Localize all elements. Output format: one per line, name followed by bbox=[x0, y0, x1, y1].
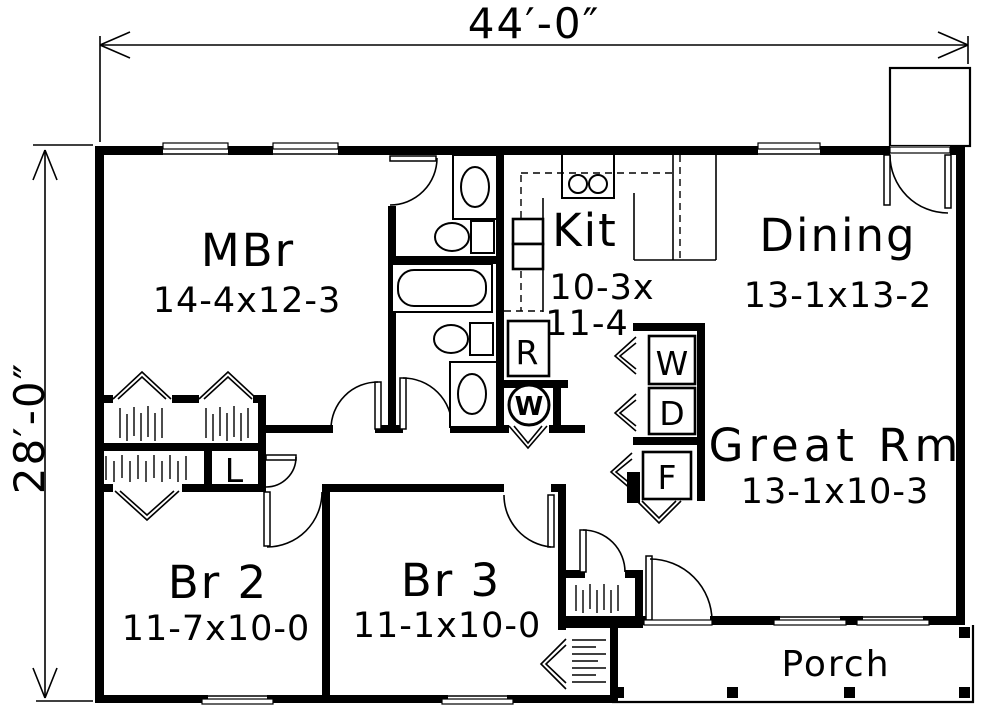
bifold-freezer bbox=[609, 452, 633, 491]
kitchen: R W bbox=[504, 153, 717, 427]
bifold-freezer-bottom bbox=[636, 500, 682, 525]
windows bbox=[162, 142, 930, 705]
water-heater: W bbox=[507, 383, 551, 427]
hall-bath-tub bbox=[391, 263, 493, 313]
washer-label: W bbox=[656, 344, 689, 383]
door-br2 bbox=[263, 491, 323, 548]
room-label-kit: Kit bbox=[552, 204, 618, 257]
coat-closet-rod bbox=[575, 584, 619, 613]
bifold-water-heater bbox=[508, 425, 548, 450]
dimension-left: 28′-0″ bbox=[5, 144, 93, 702]
master-bath-vanity bbox=[452, 154, 498, 220]
room-label-br2: Br 2 bbox=[168, 556, 268, 609]
laundry-closet: W D F bbox=[641, 334, 697, 501]
room-dims-kit-2: 11-4 bbox=[545, 304, 628, 344]
overall-height-label: 28′-0″ bbox=[5, 362, 54, 495]
refrigerator bbox=[511, 217, 545, 271]
linen-closet-label: L bbox=[225, 451, 244, 490]
freezer: F bbox=[641, 450, 693, 501]
room-dims-dining: 13-1x13-2 bbox=[744, 276, 933, 316]
overall-width-label: 44′-0″ bbox=[468, 0, 601, 48]
dryer-label: D bbox=[659, 394, 684, 433]
door-br3 bbox=[503, 494, 555, 548]
door-front-entry bbox=[643, 555, 713, 626]
door-master-bath bbox=[389, 155, 438, 206]
master-bath-toilet bbox=[434, 220, 495, 254]
bifold-washer-dryer-1 bbox=[613, 336, 637, 375]
dryer: D bbox=[647, 386, 697, 436]
bath-fixtures bbox=[391, 154, 498, 428]
bifold-br3-closet bbox=[539, 638, 567, 690]
porch-post bbox=[959, 627, 970, 638]
br3-closet-shelves bbox=[572, 639, 606, 683]
bifold-br2-closet bbox=[114, 490, 180, 522]
freezer-label: F bbox=[658, 458, 677, 497]
window-dining bbox=[757, 142, 821, 155]
kitchen-sink bbox=[561, 153, 615, 199]
room-dims-kit-1: 10-3x bbox=[549, 268, 654, 308]
window-mbr-1 bbox=[162, 142, 229, 155]
bifold-mbr-closet-2 bbox=[198, 370, 258, 400]
window-greatrm-2 bbox=[856, 616, 930, 626]
washer: W bbox=[647, 334, 697, 386]
mbr-closet-rod-2 bbox=[205, 406, 249, 441]
bifold-doors bbox=[112, 336, 682, 690]
room-dims-br3: 11-1x10-0 bbox=[353, 606, 542, 646]
room-label-mbr: MBr bbox=[201, 224, 295, 277]
porch-post bbox=[727, 687, 738, 698]
porch-post bbox=[959, 687, 970, 698]
dimension-top: 44′-0″ bbox=[99, 0, 969, 142]
window-br3 bbox=[441, 695, 514, 705]
door-back-dining bbox=[883, 146, 952, 214]
range: R bbox=[506, 319, 551, 378]
porch-post bbox=[844, 687, 855, 698]
water-heater-label: W bbox=[515, 392, 544, 422]
room-label-greatrm: Great Rm bbox=[709, 419, 964, 472]
window-greatrm-1 bbox=[773, 616, 847, 626]
room-labels: MBr 14-4x12-3 Kit 10-3x 11-4 Dining 13-1… bbox=[122, 204, 964, 685]
kitchen-counter bbox=[504, 155, 717, 312]
room-dims-greatrm: 13-1x10-3 bbox=[741, 472, 930, 512]
range-label: R bbox=[516, 333, 539, 372]
window-mbr-2 bbox=[272, 142, 339, 155]
closet-hatching bbox=[105, 406, 619, 683]
door-coat-closet bbox=[579, 529, 626, 573]
room-label-porch: Porch bbox=[781, 644, 890, 685]
door-mbr bbox=[330, 381, 382, 430]
porch bbox=[611, 625, 975, 704]
br2-closet-rod bbox=[105, 455, 187, 482]
porch-post bbox=[613, 687, 624, 698]
hall-bath-toilet bbox=[433, 322, 494, 356]
doors bbox=[263, 146, 952, 626]
door-hall-bath bbox=[399, 377, 453, 430]
hall-bath-vanity bbox=[449, 361, 498, 428]
mbr-closet-rod-1 bbox=[119, 406, 163, 441]
door-linen-closet bbox=[265, 454, 297, 488]
room-dims-mbr: 14-4x12-3 bbox=[153, 281, 342, 321]
bifold-washer-dryer-2 bbox=[613, 393, 637, 432]
room-dims-br2: 11-7x10-0 bbox=[122, 609, 311, 649]
room-label-br3: Br 3 bbox=[401, 554, 501, 607]
rear-stoop bbox=[888, 66, 972, 148]
window-br2 bbox=[201, 695, 274, 705]
bifold-mbr-closet-1 bbox=[112, 370, 172, 400]
room-label-dining: Dining bbox=[759, 209, 916, 262]
